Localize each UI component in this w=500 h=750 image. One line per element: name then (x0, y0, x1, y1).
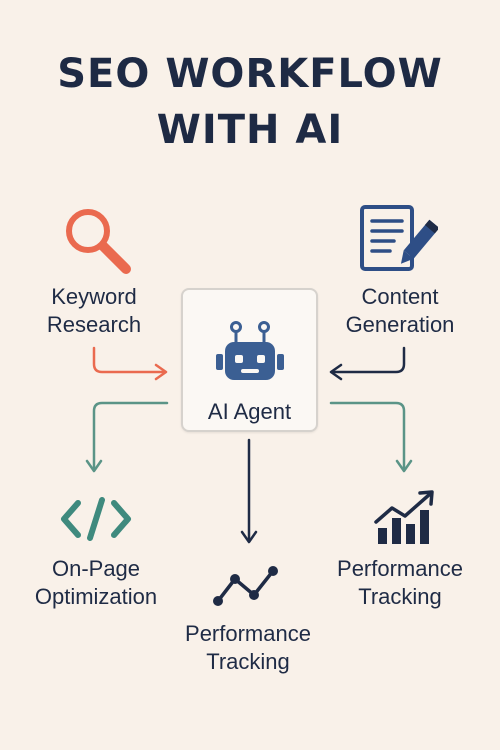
content-generation-label: Content Generation (320, 283, 480, 339)
search-icon (60, 203, 136, 284)
content-generation-line-1: Content (361, 284, 439, 309)
bar-chart-trend-icon (372, 488, 438, 553)
performance-tracking-right-line-1: Performance (337, 556, 463, 581)
content-generation-line-2: Generation (345, 312, 455, 337)
title-line-2: WITH AI (156, 107, 344, 153)
keyword-research-line-1: Keyword (51, 284, 137, 309)
code-icon (60, 497, 132, 546)
title-line-1: SEO WORKFLOW (57, 51, 443, 97)
arrow-keyword-to-agent (92, 346, 168, 381)
performance-tracking-right-line-2: Tracking (358, 584, 442, 609)
performance-tracking-right-label: Performance Tracking (320, 555, 480, 611)
line-chart-icon (211, 563, 281, 614)
arrow-agent-to-performance-right (329, 401, 413, 473)
ai-agent-node: AI Agent (181, 288, 318, 432)
robot-icon (214, 318, 286, 389)
keyword-research-line-2: Research (46, 312, 142, 337)
ai-agent-label: AI Agent (207, 399, 292, 424)
arrow-agent-to-performance-center (240, 438, 258, 544)
document-pencil-icon (358, 203, 440, 280)
arrow-agent-to-onpage (85, 401, 169, 473)
on-page-optimization-line-2: Optimization (34, 584, 158, 609)
performance-tracking-center-line-2: Tracking (206, 649, 290, 674)
keyword-research-label: Keyword Research (14, 283, 174, 339)
performance-tracking-center-label: Performance Tracking (166, 620, 330, 676)
page-title: SEO WORKFLOW WITH AI (0, 46, 500, 158)
on-page-optimization-line-1: On-Page (51, 556, 141, 581)
on-page-optimization-label: On-Page Optimization (14, 555, 178, 611)
arrow-content-to-agent (329, 346, 406, 381)
performance-tracking-center-line-1: Performance (185, 621, 311, 646)
